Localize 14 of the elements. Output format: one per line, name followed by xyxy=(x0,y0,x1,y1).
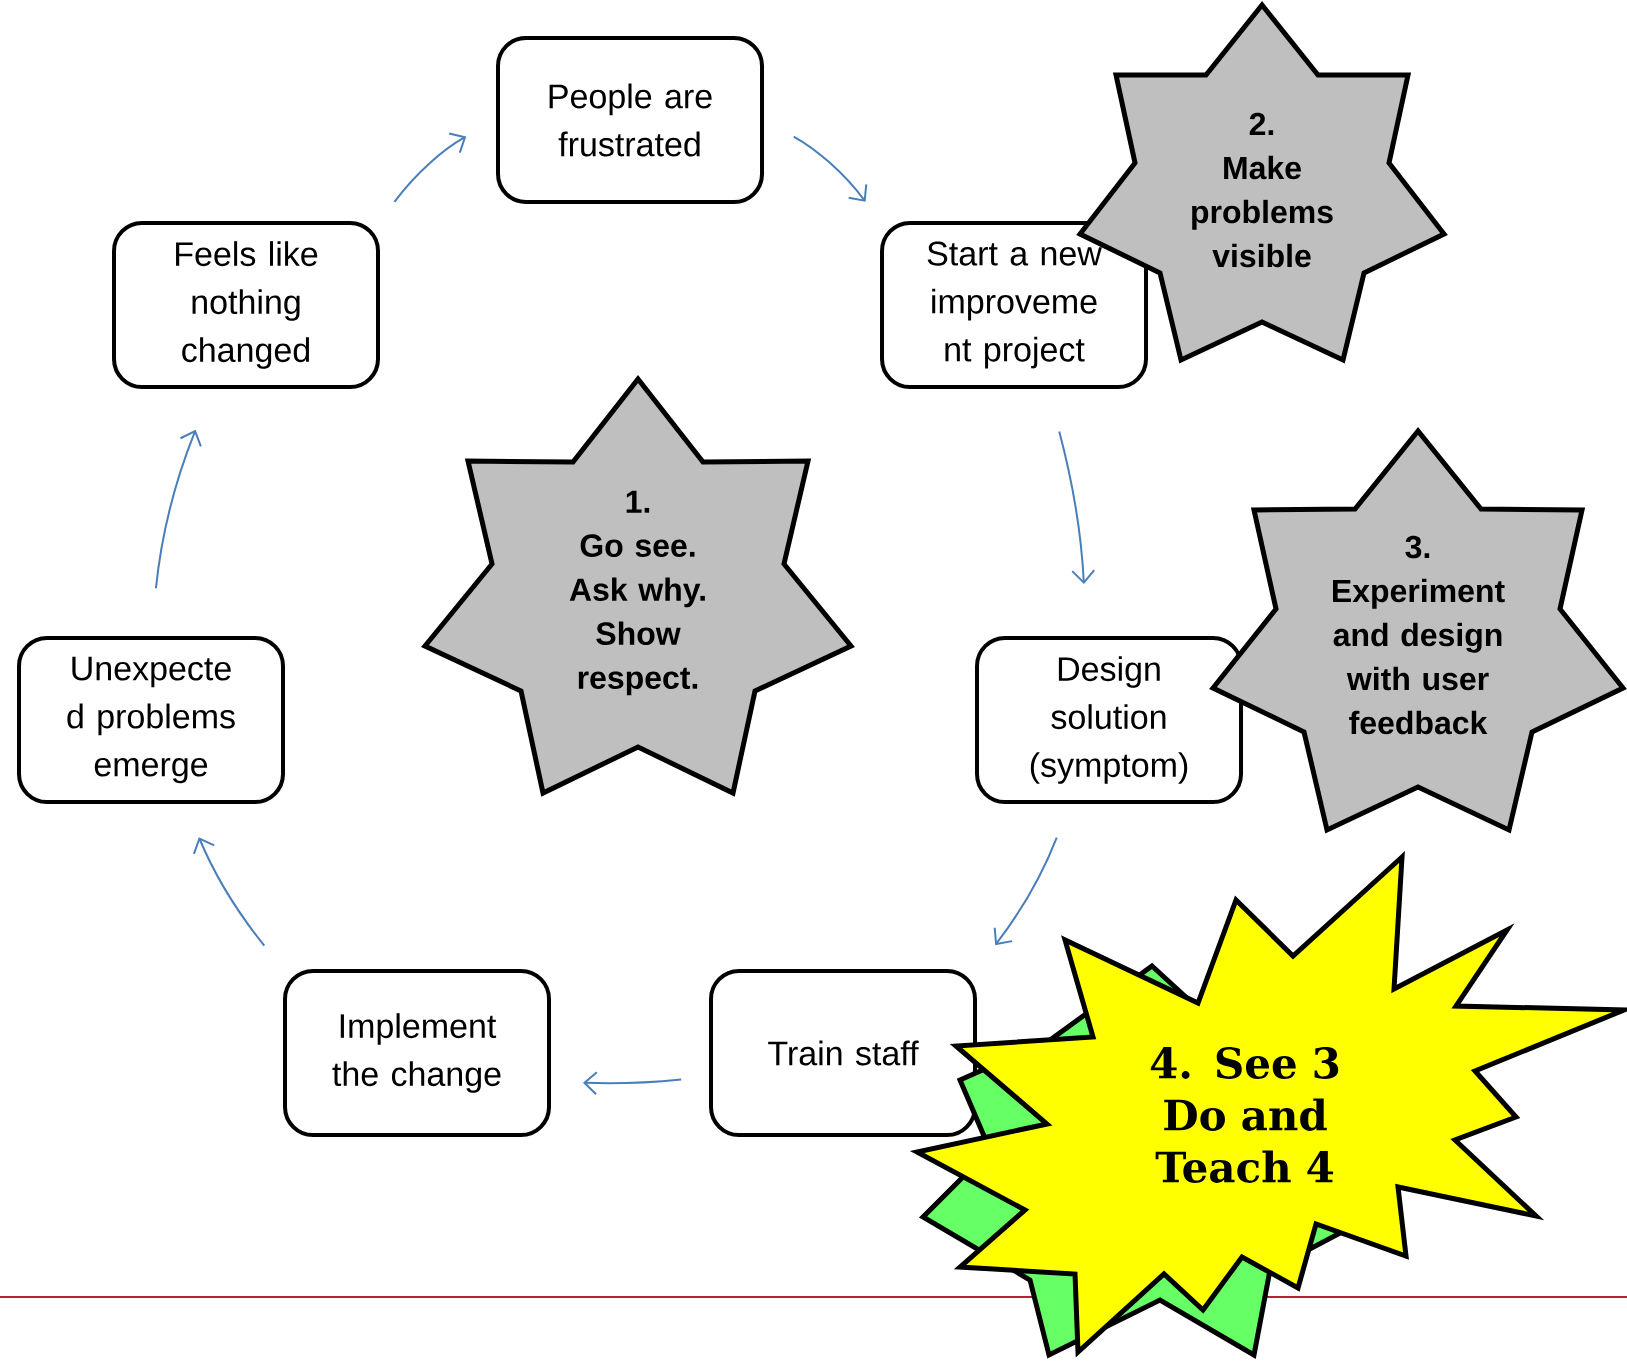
arrow xyxy=(1058,430,1096,585)
process-box: Start a new improveme nt project xyxy=(880,221,1148,389)
process-box: Design solution (symptom) xyxy=(975,636,1243,804)
arrow xyxy=(393,132,467,203)
arrow xyxy=(583,1071,683,1096)
arrow xyxy=(154,429,202,590)
process-box: Feels like nothing changed xyxy=(112,221,380,389)
process-box: Unexpecte d problems emerge xyxy=(17,636,285,804)
process-box: Train staff xyxy=(709,969,977,1137)
arrow xyxy=(993,836,1058,946)
arrow xyxy=(192,837,266,947)
process-box: People are frustrated xyxy=(496,36,764,204)
process-box: Implement the change xyxy=(283,969,551,1137)
arrow xyxy=(792,135,868,202)
